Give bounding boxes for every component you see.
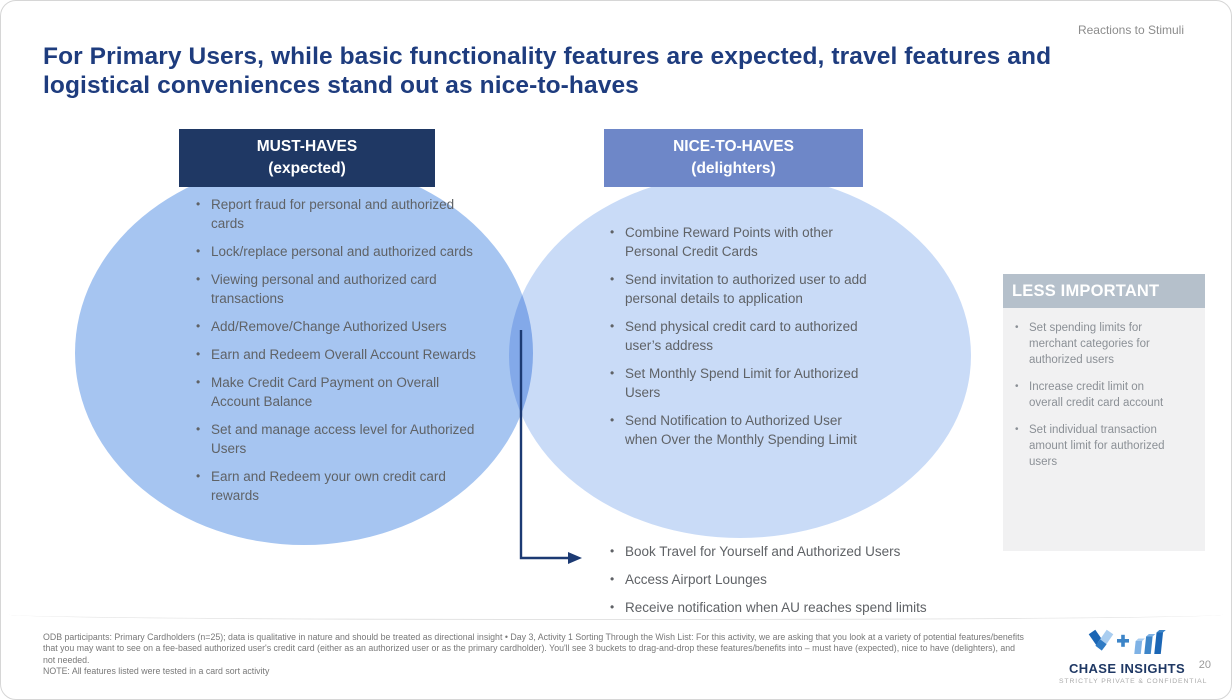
- brand-block: CHASE INSIGHTS STRICTLY PRIVATE & CONFID…: [1059, 628, 1208, 685]
- list-item: Book Travel for Yourself and Authorized …: [607, 542, 1027, 561]
- list-item: Combine Reward Points with other Persona…: [607, 223, 917, 261]
- must-haves-header: MUST-HAVES (expected): [179, 129, 435, 187]
- list-item: Earn and Redeem your own credit card rew…: [193, 467, 513, 505]
- list-item: Make Credit Card Payment on Overall Acco…: [193, 373, 513, 411]
- list-item: Viewing personal and authorized card tra…: [193, 270, 513, 308]
- list-item: Add/Remove/Change Authorized Users: [193, 317, 513, 336]
- list-item: Send invitation to authorized user to ad…: [607, 270, 917, 308]
- nice-to-haves-list: Combine Reward Points with other Persona…: [607, 223, 917, 458]
- elbow-arrow-icon: [519, 330, 582, 564]
- brand-name: CHASE INSIGHTS: [1068, 661, 1186, 676]
- list-item: Set Monthly Spend Limit for Authorized U…: [607, 364, 917, 402]
- footnote-line: NOTE: All features listed were tested in…: [43, 666, 270, 677]
- chase-insights-logo-icon: [1088, 629, 1166, 654]
- must-haves-subtitle: (expected): [268, 160, 346, 177]
- list-item: Access Airport Lounges: [607, 570, 1027, 589]
- less-important-list: Set spending limits for merchant categor…: [1003, 308, 1205, 470]
- footnote-line: that you may want to see on a fee-based …: [43, 643, 1016, 654]
- must-haves-title: MUST-HAVES: [256, 138, 358, 155]
- footnote-line: not needed.: [43, 654, 90, 665]
- nice-to-haves-overflow-list: Book Travel for Yourself and Authorized …: [607, 542, 1027, 626]
- nice-to-haves-title: NICE-TO-HAVES: [673, 138, 794, 155]
- list-item: Send Notification to Authorized User whe…: [607, 411, 917, 449]
- list-item: Lock/replace personal and authorized car…: [193, 242, 513, 261]
- list-item: Set and manage access level for Authoriz…: [193, 420, 513, 458]
- list-item: Send physical credit card to authorized …: [607, 317, 917, 355]
- list-item: Set spending limits for merchant categor…: [1003, 320, 1197, 368]
- less-important-panel: LESS IMPORTANT Set spending limits for m…: [1003, 274, 1205, 551]
- footnote: ODB participants: Primary Cardholders (n…: [43, 632, 1053, 678]
- footnote-line: ODB participants: Primary Cardholders (n…: [43, 632, 1024, 642]
- list-item: Report fraud for personal and authorized…: [193, 195, 513, 233]
- less-important-header: LESS IMPORTANT: [1003, 274, 1205, 308]
- list-item: Set individual transaction amount limit …: [1003, 422, 1197, 470]
- nice-to-haves-header: NICE-TO-HAVES (delighters): [604, 129, 863, 187]
- page-number: 20: [1198, 659, 1211, 671]
- list-item: Receive notification when AU reaches spe…: [607, 598, 1027, 617]
- must-haves-list: Report fraud for personal and authorized…: [193, 195, 513, 514]
- brand-tagline: STRICTLY PRIVATE & CONFIDENTIAL: [1059, 678, 1208, 685]
- list-item: Increase credit limit on overall credit …: [1003, 379, 1197, 411]
- list-item: Earn and Redeem Overall Account Rewards: [193, 345, 513, 364]
- eyebrow-label: Reactions to Stimuli: [1077, 23, 1184, 37]
- nice-to-haves-subtitle: (delighters): [691, 160, 776, 177]
- page-title: For Primary Users, while basic functiona…: [43, 43, 1052, 99]
